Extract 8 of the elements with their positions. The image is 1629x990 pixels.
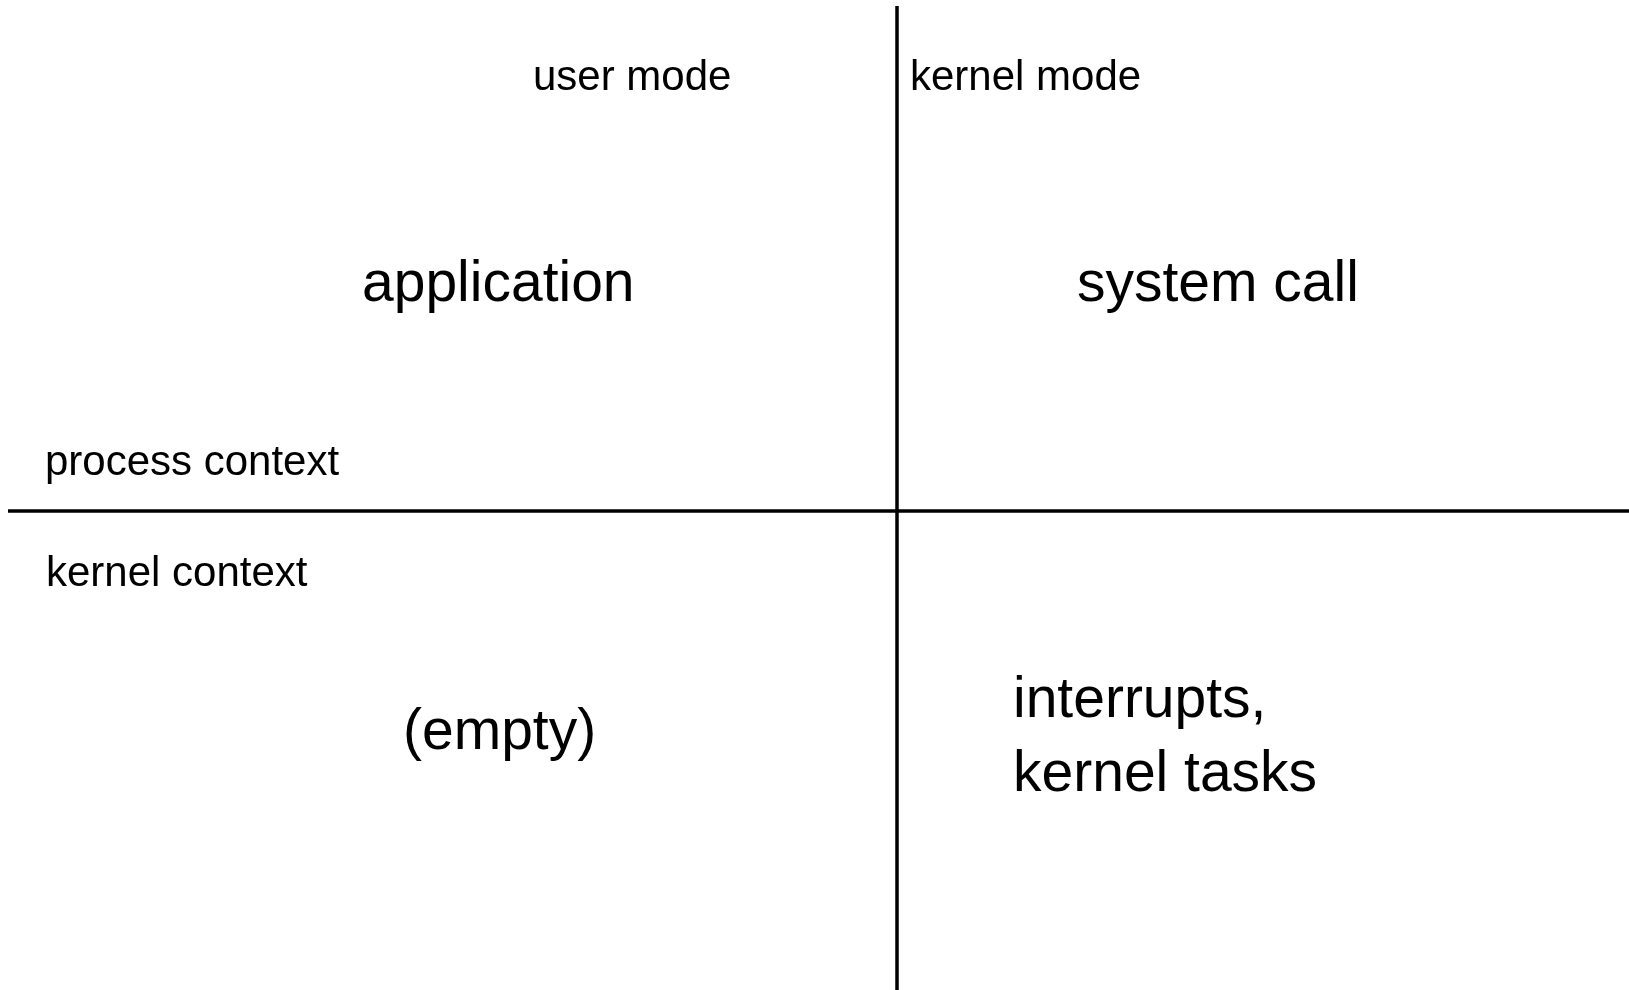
quadrant-label: user mode bbox=[533, 51, 732, 101]
quadrant-label: process context bbox=[45, 436, 340, 486]
quadrant-label: interrupts, kernel tasks bbox=[1013, 664, 1319, 805]
quadrant-label: system call bbox=[1077, 248, 1359, 315]
quadrant-label: kernel context bbox=[46, 547, 308, 597]
quadrant-label: kernel mode bbox=[910, 51, 1142, 101]
quadrant-label: application bbox=[362, 248, 635, 315]
quadrant-label: (empty) bbox=[403, 696, 597, 763]
